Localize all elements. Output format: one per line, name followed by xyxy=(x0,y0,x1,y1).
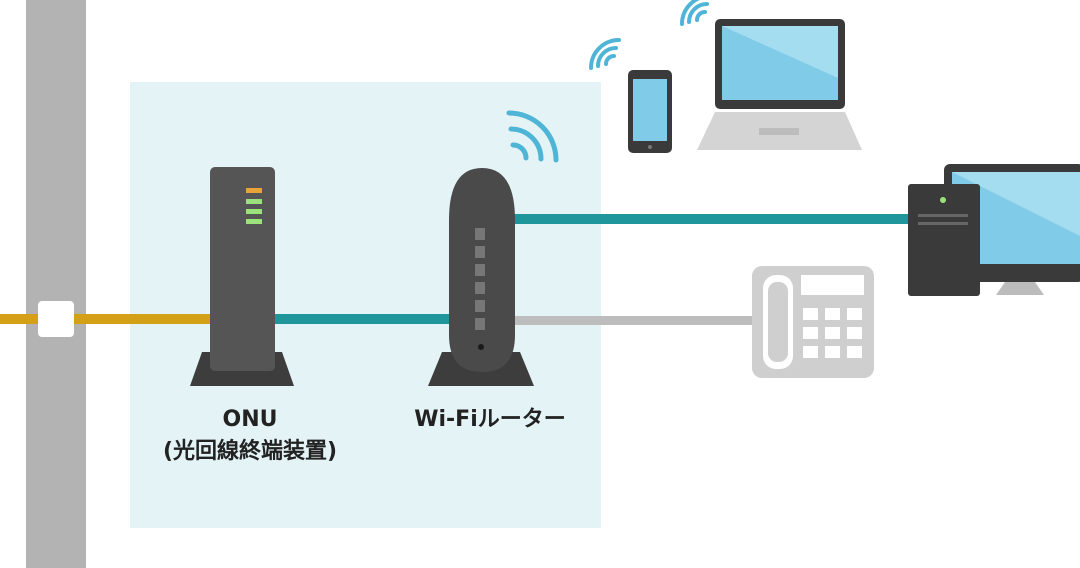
lan-cable-onu-router xyxy=(274,314,454,324)
router-label: Wi-Fiルーター xyxy=(370,404,610,436)
smartphone-wifi-icon xyxy=(589,38,621,70)
smartphone-icon xyxy=(628,70,672,153)
onu-label-line1: ONU xyxy=(222,407,278,432)
onu-label-line2: (光回線終端装置) xyxy=(162,439,338,464)
utility-pole-icon xyxy=(26,0,86,568)
landline-telephone-icon xyxy=(752,266,874,378)
onu-icon xyxy=(190,167,294,386)
wifi-signal-icon xyxy=(506,110,559,163)
laptop-icon xyxy=(697,19,862,150)
lan-cable-router-desktop xyxy=(510,214,910,224)
router-label-text: Wi-Fiルーター xyxy=(414,407,566,432)
home-area xyxy=(130,82,601,528)
desktop-computer-icon xyxy=(908,164,1080,296)
wifi-router-icon xyxy=(428,168,534,386)
laptop-wifi-icon xyxy=(680,0,709,26)
phone-cable xyxy=(512,316,756,325)
onu-label: ONU (光回線終端装置) xyxy=(130,404,370,468)
fiber-cable xyxy=(0,314,212,324)
junction-box xyxy=(38,301,74,337)
